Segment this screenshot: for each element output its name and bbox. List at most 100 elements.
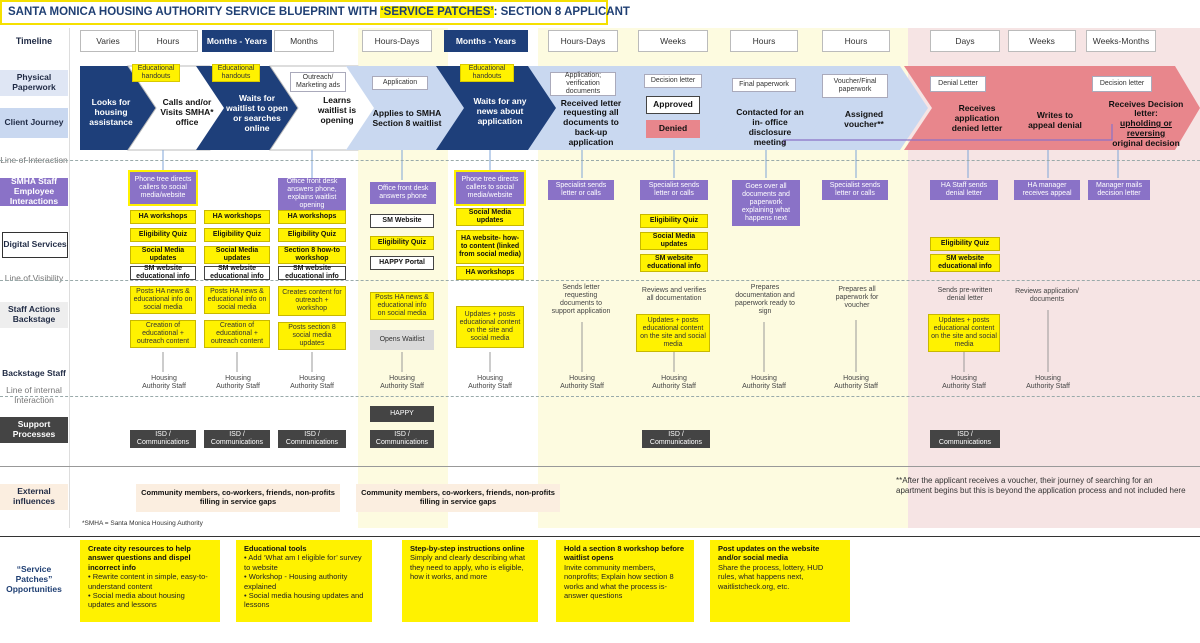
digital-service: Section 8 how-to workshop: [278, 246, 346, 264]
journey-decision-text: Receives Decision letter:: [1108, 98, 1184, 119]
journey-decision-emph: upholding or reversing: [1120, 118, 1172, 138]
footnote-smha: *SMHA = Santa Monica Housing Authority: [82, 520, 203, 527]
external-influence: Community members, co-workers, friends, …: [356, 484, 560, 512]
row-label-line-visibility: Line of Visibility: [4, 273, 64, 284]
patch-title: Step-by-step instructions online: [410, 544, 525, 553]
row-label-external: External influences: [0, 484, 68, 510]
support-isd: ISD / Communications: [130, 430, 196, 448]
journey-step: Waits for waitlist to open or searches o…: [226, 93, 288, 133]
external-influence: Community members, co-workers, friends, …: [136, 484, 340, 512]
row-label-support: Support Processes: [0, 417, 68, 443]
timeline-cell: Hours: [730, 30, 798, 52]
journey-step: Learns waitlist is opening: [317, 95, 357, 125]
digital-service: Social Media updates: [456, 208, 524, 226]
smha-action: Specialist sends letter or calls: [822, 180, 888, 200]
service-patch: Hold a section 8 workshop before waitlis…: [556, 540, 694, 622]
backstage-staff-label: Housing Authority Staff: [560, 375, 604, 390]
journey-step: Applies to SMHA Section 8 waitlist: [372, 108, 442, 128]
row-label-line-internal: Line of internal Interaction: [6, 385, 62, 405]
backstage-action: Posts HA news & educational info on soci…: [130, 286, 196, 314]
backstage-staff-label: Housing Authority Staff: [468, 375, 512, 390]
digital-service: HA website- how-to content (linked from …: [456, 230, 524, 264]
line-of-interaction: [0, 160, 1200, 161]
support-isd: ISD / Communications: [278, 430, 346, 448]
digital-service: SM website educational info: [130, 265, 196, 280]
backstage-action: Sends letter requesting documents to sup…: [551, 284, 611, 315]
backstage-action: Sends pre-written denial letter: [937, 287, 993, 302]
digital-service: Social Media updates: [204, 246, 270, 264]
patch-body: Simply and clearly describing what they …: [410, 553, 526, 582]
paperwork-doc: Voucher/Final paperwork: [822, 74, 888, 98]
journey-step: Writes to appeal denial: [1028, 110, 1082, 130]
support-isd: ISD / Communications: [370, 430, 434, 448]
digital-service: HA workshops: [278, 210, 346, 224]
digital-service: HAPPY Portal: [370, 256, 434, 270]
journey-step: Receives application denied letter: [951, 103, 1003, 133]
timeline-cell: Days: [930, 30, 1000, 52]
support-isd: ISD / Communications: [642, 430, 710, 448]
digital-service: Social Media updates: [130, 246, 196, 264]
digital-service: SM website educational info: [278, 265, 346, 280]
backstage-action: Posts HA news & educational info on soci…: [370, 292, 434, 320]
timeline-cell: Hours-Days: [548, 30, 618, 52]
smha-action: Phone tree directs callers to social med…: [454, 170, 526, 206]
journey-step: Received letter requesting all documents…: [560, 97, 622, 147]
smha-action: Specialist sends letter or calls: [640, 180, 708, 200]
smha-action: Office front desk answers phone, explain…: [278, 178, 346, 210]
backstage-action: Reviews and verifies all documentation: [641, 287, 707, 302]
patch-title: Post updates on the website and/or socia…: [718, 544, 820, 563]
backstage-action: Updates + posts educational content on t…: [636, 314, 710, 352]
digital-service: Eligibility Quiz: [204, 228, 270, 242]
timeline-cell: Months - Years: [202, 30, 272, 52]
backstage-action: Updates + posts educational content on t…: [456, 306, 524, 348]
journey-step: Assigned voucher**: [844, 109, 884, 129]
digital-service: SM website educational info: [930, 254, 1000, 272]
backstage-staff-label: Housing Authority Staff: [216, 375, 260, 390]
patch-body: • Add ‘What am I eligible for’ survey to…: [244, 553, 364, 610]
row-label-timeline: Timeline: [15, 35, 53, 46]
journey-decision-end: original decision: [1112, 137, 1180, 148]
digital-service: Eligibility Quiz: [640, 214, 708, 228]
digital-service: Eligibility Quiz: [930, 237, 1000, 251]
digital-service: HA workshops: [130, 210, 196, 224]
row-label-physical: Physical Paperwork: [0, 70, 68, 96]
backstage-staff-label: Housing Authority Staff: [290, 375, 334, 390]
digital-service: Eligibility Quiz: [130, 228, 196, 242]
divider: [0, 466, 1200, 467]
patch-body: Share the process, lottery, HUD rules, w…: [718, 562, 824, 591]
support-isd: ISD / Communications: [930, 430, 1000, 448]
backstage-staff-label: Housing Authority Staff: [742, 375, 786, 390]
journey-step: Contacted for an in- office disclosure m…: [736, 107, 804, 147]
backstage-action: Updates + posts educational content on t…: [928, 314, 1000, 352]
row-label-staff-backstage: Staff Actions Backstage: [0, 302, 68, 328]
journey-step: Looks for housing assistance: [89, 97, 133, 127]
timeline-cell: Hours: [138, 30, 198, 52]
backstage-action: Posts section 8 social media updates: [278, 322, 346, 350]
timeline-cell: Hours: [822, 30, 890, 52]
patch-body: • Rewrite content in simple, easy-to-und…: [88, 572, 208, 610]
patch-title: Create city resources to help answer que…: [88, 544, 191, 572]
paperwork-doc: Outreach/ Marketing ads: [290, 72, 346, 92]
smha-action: Manager mails decision letter: [1088, 180, 1150, 200]
paperwork-doc: Educational handouts: [212, 64, 260, 82]
backstage-staff-label: Housing Authority Staff: [652, 375, 696, 390]
row-label-digital: Digital Services: [2, 232, 68, 258]
backstage-staff-label: Housing Authority Staff: [1026, 375, 1070, 390]
digital-service: Eligibility Quiz: [370, 236, 434, 250]
backstage-staff-label: Housing Authority Staff: [380, 375, 424, 390]
timeline-cell: Months: [274, 30, 334, 52]
timeline-cell: Weeks-Months: [1086, 30, 1156, 52]
digital-service: SM Website: [370, 214, 434, 228]
row-label-patches: “Service Patches” Opportunities: [6, 564, 62, 594]
backstage-action: Prepares all paperwork for voucher: [835, 286, 879, 309]
smha-action: HA Staff sends denial letter: [930, 180, 998, 200]
paperwork-doc: Decision letter: [644, 74, 702, 88]
service-patch: Create city resources to help answer que…: [80, 540, 220, 622]
timeline-cell: Months - Years: [444, 30, 528, 52]
denied-badge: Denied: [646, 120, 700, 138]
paperwork-doc: Denial Letter: [930, 76, 986, 92]
paperwork-doc: Decision letter: [1092, 76, 1152, 92]
backstage-action: Creation of educational + outreach conte…: [204, 320, 270, 348]
